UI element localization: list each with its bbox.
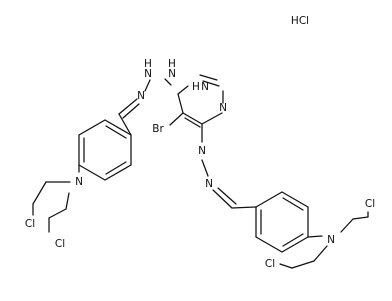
bond xyxy=(78,164,106,181)
bond xyxy=(279,263,293,269)
bond xyxy=(231,206,257,209)
bond xyxy=(182,112,203,125)
bond xyxy=(118,113,132,136)
bond xyxy=(184,117,201,128)
bond xyxy=(281,191,309,208)
bond xyxy=(291,260,315,269)
bond xyxy=(177,93,184,114)
bond xyxy=(282,197,304,211)
bond xyxy=(105,125,127,139)
atom-n-azo-1: N xyxy=(198,145,206,157)
atom-cl-4: Cl xyxy=(265,258,275,270)
bond xyxy=(199,74,218,81)
bond xyxy=(78,119,106,136)
bond xyxy=(201,159,209,177)
atom-n-ring-h: N xyxy=(201,81,209,93)
bond xyxy=(202,80,220,87)
bond xyxy=(255,191,283,208)
bond-lines xyxy=(32,74,369,269)
bond xyxy=(212,189,233,209)
bond xyxy=(352,216,369,220)
bond xyxy=(255,236,283,253)
bond xyxy=(340,218,354,233)
atom-br: Br xyxy=(152,123,164,135)
atom-cl-2: Cl xyxy=(55,238,65,250)
atom-h-hydrazine-1: H xyxy=(144,58,152,70)
bond xyxy=(313,245,328,262)
atom-h-ring: H xyxy=(192,81,200,93)
bond xyxy=(164,78,172,86)
atom-n-ring: N xyxy=(219,102,227,114)
bond xyxy=(65,192,70,210)
bond xyxy=(201,112,223,125)
bond xyxy=(169,112,184,126)
atom-cl-1: Cl xyxy=(25,218,35,230)
bond xyxy=(104,164,132,181)
bond xyxy=(177,85,189,95)
bond xyxy=(282,233,304,247)
bond xyxy=(122,103,140,119)
atom-n-imine-left: N xyxy=(137,90,145,102)
atom-labels: N N H N H H N N Br N N N N Cl Cl Cl Cl xyxy=(25,58,375,270)
salt-label: HCl xyxy=(291,15,309,27)
bond xyxy=(32,181,47,205)
bond xyxy=(48,208,67,219)
atom-h-hydrazine-2: H xyxy=(168,58,176,70)
bond xyxy=(105,161,127,175)
atom-n-amine-left: N xyxy=(75,176,83,188)
atom-cl-3: Cl xyxy=(365,198,375,210)
bond xyxy=(144,79,151,92)
atom-n-azo-2: N xyxy=(205,178,213,190)
atom-n-amine-right: N xyxy=(327,234,335,246)
atom-n-hydrazine-2: N xyxy=(168,68,176,80)
atom-n-hydrazine-1: N xyxy=(144,68,152,80)
bond xyxy=(281,236,309,253)
bond xyxy=(118,98,138,115)
bond xyxy=(104,119,132,136)
bond xyxy=(217,187,237,205)
bond xyxy=(307,235,323,238)
